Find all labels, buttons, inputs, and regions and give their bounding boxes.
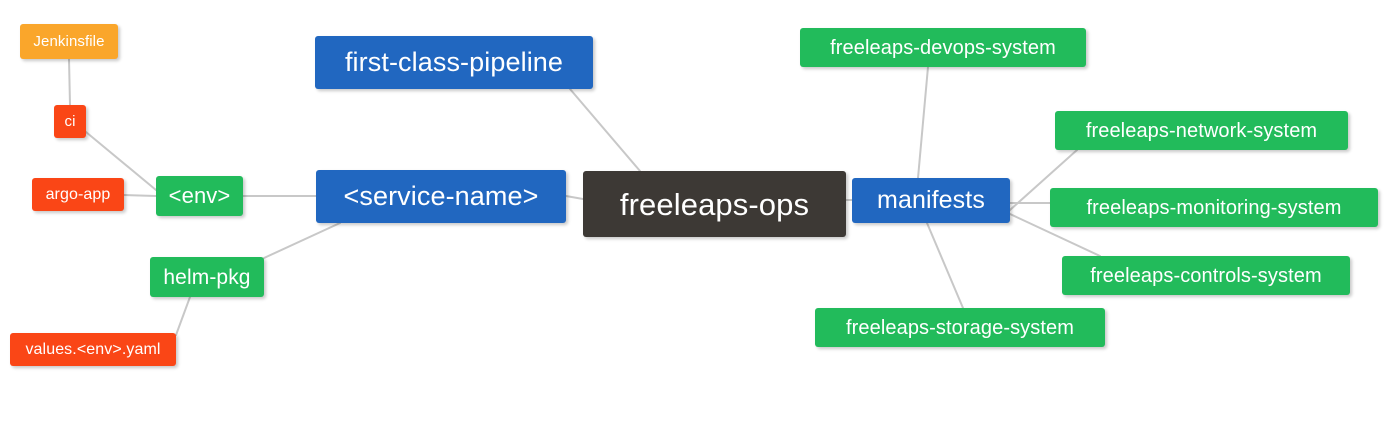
node-service-name[interactable]: <service-name> <box>316 170 566 223</box>
node-devops[interactable]: freeleaps-devops-system <box>800 28 1086 67</box>
edge-service-name-to-freeleaps-ops <box>565 195 584 200</box>
node-values-yaml[interactable]: values.<env>.yaml <box>10 333 176 366</box>
node-jenkinsfile[interactable]: Jenkinsfile <box>20 24 118 59</box>
node-pipeline[interactable]: first-class-pipeline <box>315 36 593 89</box>
edge-values-yaml-to-helm-pkg <box>175 296 191 336</box>
node-env[interactable]: <env> <box>156 176 243 216</box>
node-storage[interactable]: freeleaps-storage-system <box>815 308 1105 347</box>
node-controls[interactable]: freeleaps-controls-system <box>1062 256 1350 295</box>
edge-pipeline-to-freeleaps-ops <box>569 88 641 172</box>
edge-jenkinsfile-to-ci <box>68 58 71 106</box>
node-manifests[interactable]: manifests <box>852 178 1010 223</box>
edge-manifests-to-storage <box>926 222 964 309</box>
node-helm-pkg[interactable]: helm-pkg <box>150 257 264 297</box>
edge-argo-app-to-env <box>123 194 157 197</box>
node-argo-app[interactable]: argo-app <box>32 178 124 211</box>
edge-manifests-to-devops <box>917 66 929 179</box>
node-network[interactable]: freeleaps-network-system <box>1055 111 1348 150</box>
node-freeleaps-ops[interactable]: freeleaps-ops <box>583 171 846 237</box>
edge-helm-pkg-to-service-name <box>263 222 341 259</box>
node-ci[interactable]: ci <box>54 105 86 138</box>
node-monitoring[interactable]: freeleaps-monitoring-system <box>1050 188 1378 227</box>
